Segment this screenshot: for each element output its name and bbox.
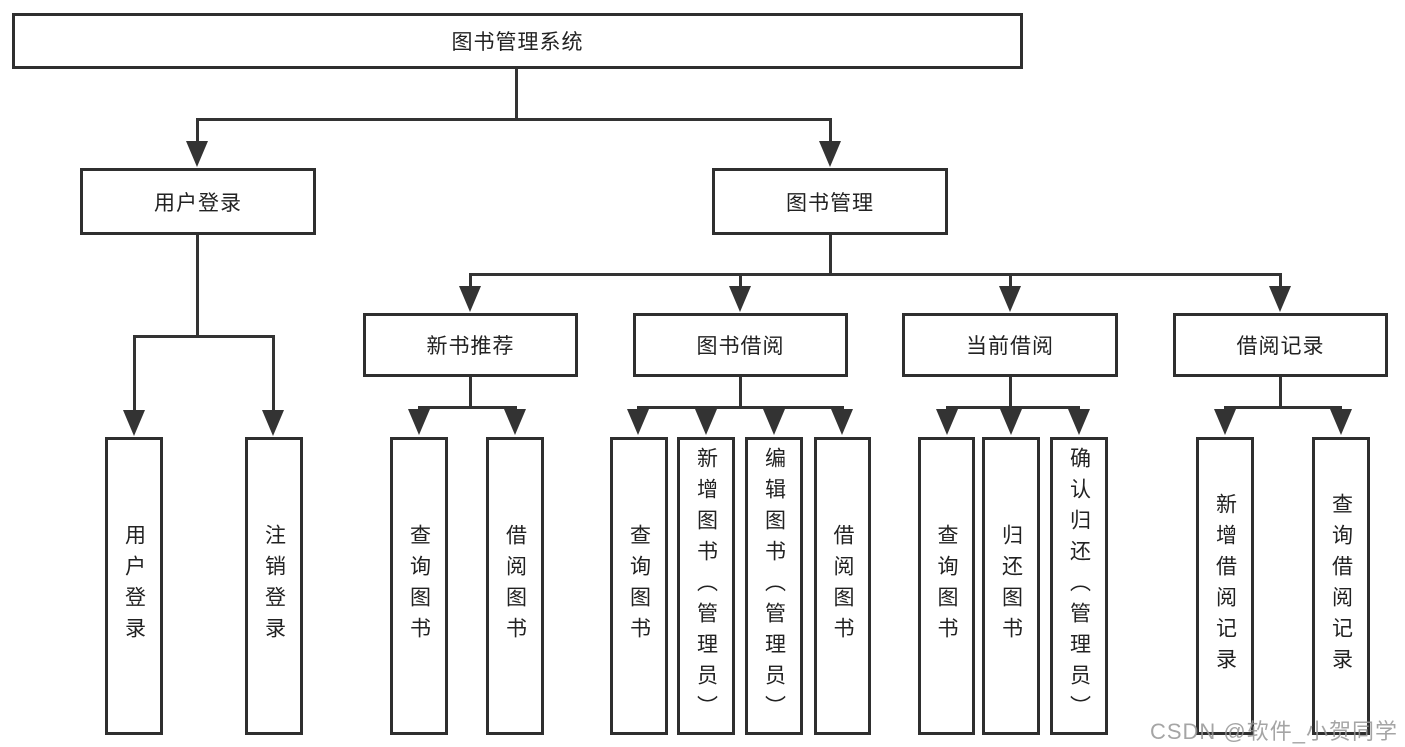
node-label: 查询图书	[935, 524, 958, 648]
connector-drop-logout	[272, 335, 275, 412]
arrowhead-to-query-books-current	[936, 409, 958, 435]
connector-current-branch	[946, 406, 1080, 409]
connector-records-branch	[1224, 406, 1342, 409]
connector-borrow-branch	[637, 406, 844, 409]
node-user-login-module: 用户登录	[80, 168, 316, 235]
connector-drop-user-login	[133, 335, 136, 412]
node-label: 查询图书	[627, 524, 651, 648]
connector-login-stem	[196, 235, 199, 335]
node-label: 图书管理	[786, 191, 874, 215]
arrowhead-to-current-borrow	[999, 286, 1021, 312]
node-add-books-admin: 新增图书（管理员）	[677, 437, 735, 735]
arrowhead-to-return-books	[1000, 409, 1022, 435]
connector-management-branch	[469, 273, 1281, 276]
node-label: 新增借阅记录	[1213, 493, 1237, 679]
node-label: 注销登录	[262, 524, 286, 648]
node-query-books-borrow: 查询图书	[610, 437, 668, 735]
node-label: 编辑图书（管理员）	[762, 446, 786, 726]
connector-drop-borrow-records	[1279, 273, 1282, 288]
connector-root-stem	[515, 68, 518, 118]
node-logout: 注销登录	[245, 437, 303, 735]
node-label: 当前借阅	[966, 335, 1054, 358]
node-label: 图书管理系统	[451, 31, 584, 54]
node-add-borrow-record: 新增借阅记录	[1196, 437, 1254, 735]
connector-borrow-stem	[739, 377, 742, 406]
node-query-books-current: 查询图书	[918, 437, 975, 735]
connector-recommend-branch	[418, 406, 517, 409]
arrowhead-to-user-login	[123, 410, 145, 436]
node-label: 借阅图书	[831, 524, 854, 648]
arrowhead-to-query-borrow-record	[1330, 409, 1352, 435]
node-book-borrow: 图书借阅	[633, 313, 848, 377]
connector-current-stem	[1009, 377, 1012, 406]
arrowhead-to-query-books-recommend	[408, 409, 430, 435]
node-edit-books-admin: 编辑图书（管理员）	[745, 437, 803, 735]
connector-root-branch	[196, 118, 832, 121]
arrowhead-to-new-book-recommend	[459, 286, 481, 312]
connector-drop-book-borrow	[739, 273, 742, 288]
node-label: 用户登录	[122, 524, 146, 648]
connector-records-stem	[1279, 377, 1282, 406]
node-book-management-module: 图书管理	[712, 168, 948, 235]
node-new-book-recommend: 新书推荐	[363, 313, 578, 377]
arrowhead-to-query-books-borrow	[627, 409, 649, 435]
connector-recommend-stem	[469, 377, 472, 406]
node-label: 借阅图书	[503, 524, 527, 648]
node-label: 归还图书	[999, 524, 1023, 648]
connector-drop-current-borrow	[1009, 273, 1012, 288]
arrowhead-to-borrow-records	[1269, 286, 1291, 312]
arrowhead-to-borrow-books-recommend	[504, 409, 526, 435]
arrowhead-to-add-books-admin	[695, 409, 717, 435]
node-label: 确认归还（管理员）	[1067, 446, 1091, 726]
arrowhead-to-user-login-module	[186, 141, 208, 167]
node-label: 新增图书（管理员）	[694, 446, 718, 726]
arrowhead-to-confirm-return-admin	[1068, 409, 1090, 435]
node-library-management-system: 图书管理系统	[12, 13, 1023, 69]
node-user-login: 用户登录	[105, 437, 163, 735]
node-borrow-books-recommend: 借阅图书	[486, 437, 544, 735]
node-label: 查询图书	[407, 524, 431, 648]
arrowhead-to-logout	[262, 410, 284, 436]
node-borrow-books: 借阅图书	[814, 437, 871, 735]
arrowhead-to-borrow-books	[831, 409, 853, 435]
node-label: 查询借阅记录	[1329, 493, 1353, 679]
connector-drop-new-book-recommend	[469, 273, 472, 288]
arrowhead-to-book-borrow	[729, 286, 751, 312]
arrowhead-to-book-management	[819, 141, 841, 167]
node-label: 图书借阅	[696, 335, 785, 358]
connector-drop-book-management	[829, 118, 832, 146]
node-label: 新书推荐	[426, 335, 515, 358]
node-return-books: 归还图书	[982, 437, 1040, 735]
arrowhead-to-add-borrow-record	[1214, 409, 1236, 435]
arrowhead-to-edit-books-admin	[763, 409, 785, 435]
connector-drop-user-login-module	[196, 118, 199, 146]
node-label: 借阅记录	[1236, 335, 1325, 358]
csdn-watermark: CSDN @软件_小贺同学	[1149, 719, 1398, 744]
node-borrow-records: 借阅记录	[1173, 313, 1388, 377]
node-label: 用户登录	[154, 191, 242, 215]
connector-login-branch	[133, 335, 275, 338]
node-current-borrow: 当前借阅	[902, 313, 1118, 377]
node-query-books-recommend: 查询图书	[390, 437, 448, 735]
node-query-borrow-record: 查询借阅记录	[1312, 437, 1370, 735]
node-confirm-return-admin: 确认归还（管理员）	[1050, 437, 1108, 735]
connector-management-stem	[829, 235, 832, 273]
